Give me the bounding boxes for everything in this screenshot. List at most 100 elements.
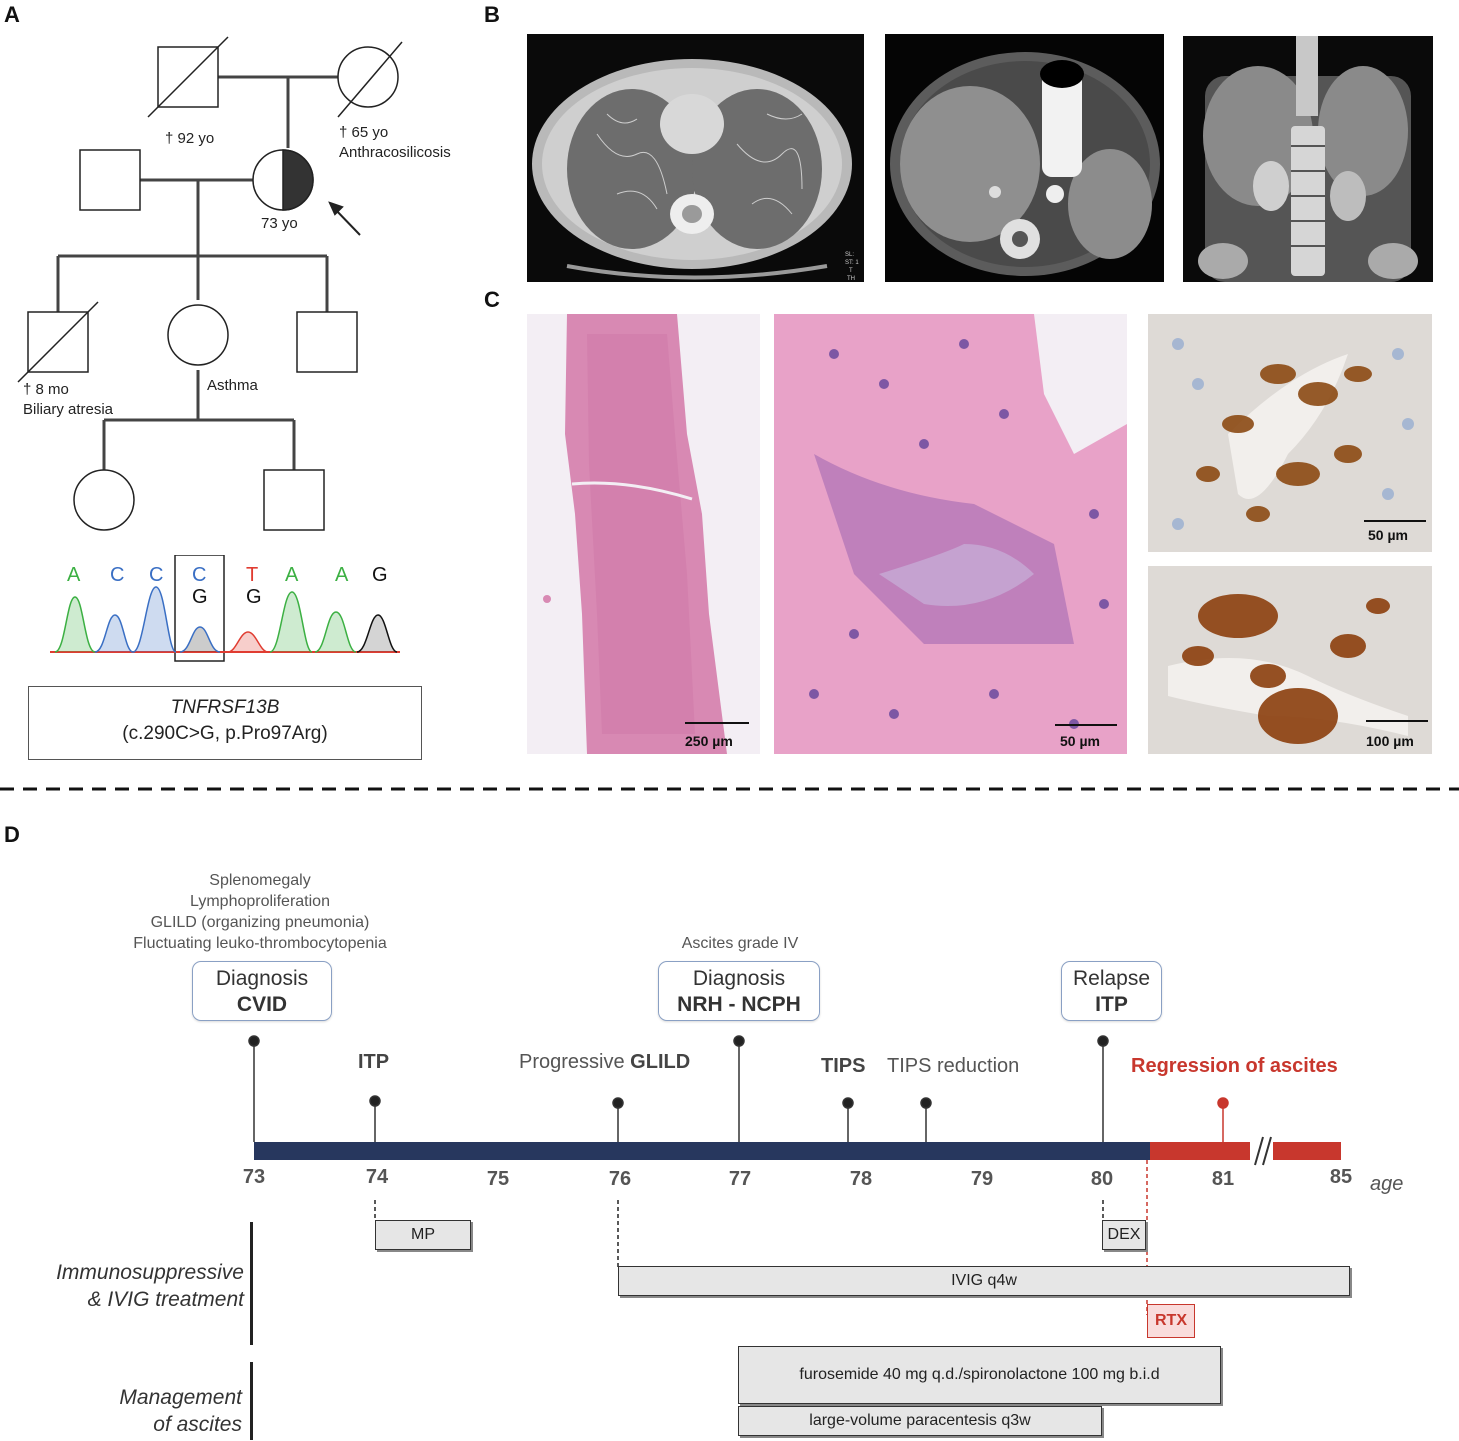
base-ref-1: A (67, 564, 81, 586)
event-tips-reduction: TIPS reduction (887, 1055, 1020, 1077)
timeline-chart (248, 1035, 1341, 1315)
base-ref-2: C (110, 564, 124, 586)
ct-overlay-2: ST: 1 (845, 260, 859, 266)
nrh-note: Ascites grade IV (681, 935, 799, 952)
grandmother-symbol (337, 46, 399, 108)
grandmother-note-age: † 65 yo (339, 124, 388, 141)
immuno-label: Immunosuppressive & IVIG treatment (10, 1259, 244, 1313)
progressive-prefix: Progressive (519, 1051, 625, 1073)
relapse-line2: ITP (1095, 993, 1128, 1016)
ct-overlay-3: T (849, 268, 853, 274)
age-axis-label: age (1370, 1173, 1404, 1195)
diagnosis-cvid-line1: Diagnosis (215, 967, 309, 990)
gene-name: TNFRSF13B (170, 697, 280, 718)
base-ref-7: A (335, 564, 349, 586)
section-divider (0, 787, 1459, 791)
cvid-note-3: GLILD (organizing pneumonia) (150, 914, 370, 931)
son1-note-age: † 8 mo (23, 381, 69, 398)
husband-symbol (79, 149, 141, 211)
panel-label-d: D (4, 822, 20, 847)
panel-label-a: A (4, 2, 20, 27)
ascites-label-2: of ascites (153, 1413, 242, 1436)
ct-overlay-1: SL: (845, 252, 854, 258)
tick-81: 81 (1211, 1168, 1235, 1190)
panel-label-b: B (484, 2, 500, 27)
histology-he-low (527, 314, 760, 754)
immuno-label-2: & IVIG treatment (87, 1288, 244, 1311)
scale-bar-4 (1366, 720, 1428, 722)
event-itp: ITP (358, 1051, 390, 1073)
base-ref-5: T (246, 564, 258, 586)
daughter-note: Asthma (207, 377, 259, 394)
tick-74: 74 (365, 1166, 389, 1188)
treatment-mp: MP (375, 1220, 471, 1250)
treatment-rtx: RTX (1147, 1304, 1195, 1338)
event-progressive-glild: Progressive GLILD (519, 1051, 690, 1074)
immuno-section-bar (250, 1222, 253, 1345)
ct-chest-axial: SL: ST: 1 T TH (527, 34, 864, 282)
ct-overlay-4: TH (847, 276, 855, 282)
base-ref-4: C (192, 564, 206, 586)
scale-bar-1 (685, 722, 749, 724)
progressive-bold: GLILD (630, 1051, 691, 1073)
granddaughter-symbol (73, 469, 135, 531)
timeline-bar-red-1 (1150, 1142, 1250, 1160)
event-regression-ascites: Regression of ascites (1131, 1055, 1338, 1077)
scale-label-3: 50 µm (1368, 527, 1408, 543)
son1-note-cause: Biliary atresia (23, 401, 114, 418)
chromatogram: A C C C G T G A A G (50, 555, 400, 662)
son2-symbol (296, 311, 358, 373)
pedigree-chart: † 92 yo † 65 yo Anthracosilicosis 73 yo … (17, 36, 451, 531)
base-alt-5: G (246, 586, 262, 608)
grandfather-note: † 92 yo (165, 130, 214, 147)
cvid-note-2: Lymphoproliferation (190, 893, 330, 910)
ascites-label: Management of ascites (10, 1384, 242, 1438)
tick-80: 80 (1090, 1168, 1114, 1190)
panel-label-c: C (484, 287, 500, 312)
base-alt-4: G (192, 586, 208, 608)
event-tips: TIPS (821, 1055, 866, 1077)
treatment-ivig: IVIG q4w (618, 1266, 1350, 1296)
tick-73: 73 (242, 1166, 266, 1188)
scale-label-4: 100 µm (1366, 733, 1414, 749)
tick-76: 76 (608, 1168, 632, 1190)
timeline-bar-red-2 (1273, 1142, 1341, 1160)
ascites-label-1: Management (119, 1386, 242, 1409)
ascites-section-bar (250, 1362, 253, 1440)
ct-abdomen-coronal (1183, 36, 1433, 282)
diagnosis-nrh-box: Diagnosis NRH - NCPH (658, 961, 820, 1021)
scale-bar-2 (1055, 724, 1117, 726)
ihc-low (1148, 566, 1432, 754)
timeline-bar-main (254, 1142, 1150, 1160)
base-ref-8: G (372, 564, 388, 586)
base-ref-6: A (285, 564, 299, 586)
diagnosis-nrh-line2: NRH - NCPH (677, 993, 801, 1016)
tick-85: 85 (1329, 1166, 1353, 1188)
cvid-note-1: Splenomegaly (209, 872, 311, 889)
tick-77: 77 (728, 1168, 752, 1190)
diagnosis-cvid-box: Diagnosis CVID (192, 961, 332, 1021)
immuno-label-1: Immunosuppressive (56, 1261, 244, 1284)
grandmother-note-cause: Anthracosilicosis (339, 144, 451, 161)
cvid-note-4: Fluctuating leuko-thrombocytopenia (133, 935, 387, 952)
cvid-notes: Splenomegaly Lymphoproliferation GLILD (… (100, 870, 420, 954)
relapse-line1: Relapse (1072, 967, 1151, 990)
tick-79: 79 (970, 1168, 994, 1190)
proband-note: 73 yo (261, 215, 298, 232)
tick-78: 78 (849, 1168, 873, 1190)
treatment-dex: DEX (1102, 1220, 1146, 1250)
ct-abdomen-axial (885, 34, 1164, 282)
gene-variant: (c.290C>G, p.Pro97Arg) (122, 723, 328, 744)
scale-bar-3 (1364, 520, 1426, 522)
treatment-paracentesis: large-volume paracentesis q3w (738, 1406, 1102, 1436)
diagnosis-cvid-line2: CVID (236, 993, 288, 1016)
scale-label-2: 50 µm (1060, 733, 1100, 749)
daughter-symbol (167, 304, 229, 366)
base-ref-3: C (149, 564, 163, 586)
grandson-symbol (263, 469, 325, 531)
scale-label-1: 250 µm (685, 733, 733, 749)
histology-he-high (774, 314, 1127, 754)
treatment-furosemide: furosemide 40 mg q.d./spironolactone 100… (738, 1346, 1221, 1404)
diagnosis-nrh-line1: Diagnosis (692, 967, 786, 990)
gene-variant-box: TNFRSF13B (c.290C>G, p.Pro97Arg) (28, 686, 422, 760)
